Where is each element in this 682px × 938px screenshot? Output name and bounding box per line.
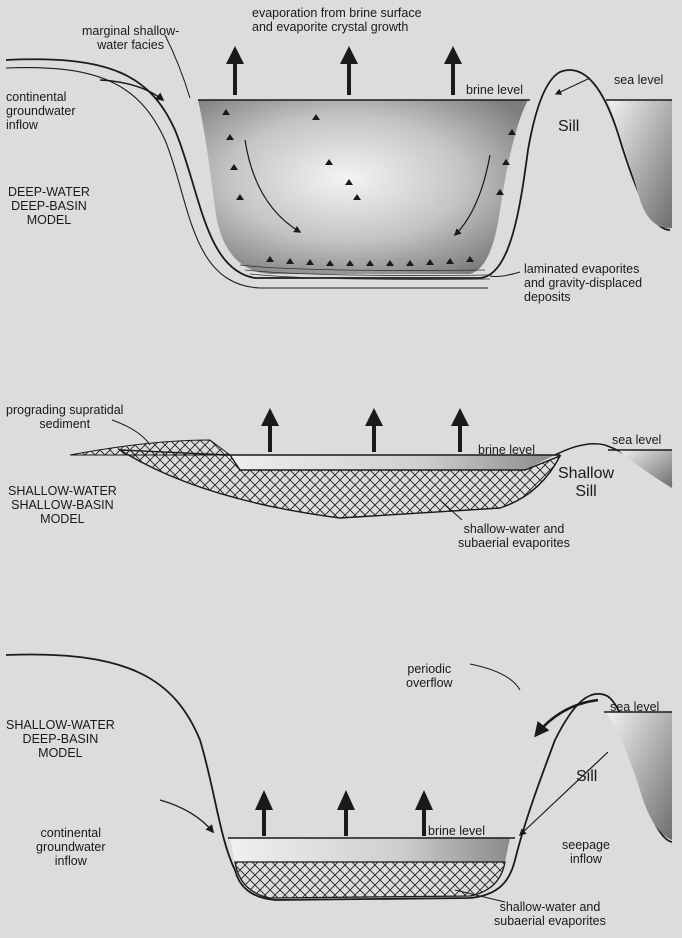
panel3-inflow-label: continental groundwater inflow xyxy=(36,826,106,868)
panel1-inflow-label: continental groundwater inflow xyxy=(6,90,76,132)
panel1-sill-label: Sill xyxy=(558,118,579,136)
panel3-inflow-arrow xyxy=(160,800,213,832)
panel1-sea-level-label: sea level xyxy=(614,73,663,87)
panel1-deposits-leader xyxy=(490,272,520,277)
panel1-brine-level-label: brine level xyxy=(466,83,523,97)
panel1-deposits-label: laminated evaporites and gravity-displac… xyxy=(524,262,642,304)
panel2-sea-level-label: sea level xyxy=(612,433,661,447)
panel1-model-label: DEEP-WATER DEEP-BASIN MODEL xyxy=(8,185,90,227)
panel1-seepage-arrow xyxy=(556,78,590,94)
panel3-overflow-label: periodic overflow xyxy=(406,662,453,690)
panel2-sill-label: Shallow Sill xyxy=(558,465,614,501)
panel3-brine-body xyxy=(230,838,510,862)
panel2-evaporation-arrows xyxy=(261,408,469,452)
panel2-brine-level-label: brine level xyxy=(478,443,535,457)
panel2-sea xyxy=(618,450,672,488)
panel1-deep-water-deep-basin xyxy=(6,35,672,288)
panel3-evaporation-arrows xyxy=(255,790,433,836)
panel2-supratidal-wedge xyxy=(70,440,230,455)
panel1-sea xyxy=(608,100,672,228)
panel2-evaporites-label: shallow-water and subaerial evaporites xyxy=(458,522,570,550)
panel3-model-label: SHALLOW-WATER DEEP-BASIN MODEL xyxy=(6,718,115,760)
panel1-evaporation-arrows xyxy=(226,46,462,95)
panel2-shallow-water-shallow-basin xyxy=(70,408,672,520)
panel3-sill-label: Sill xyxy=(576,768,597,786)
panel2-model-label: SHALLOW-WATER SHALLOW-BASIN MODEL xyxy=(8,484,117,526)
panel3-seepage-arrow xyxy=(520,752,608,835)
panel1-brine-body xyxy=(198,100,528,274)
panel3-seepage-label: seepage inflow xyxy=(562,838,610,866)
panel3-brine-level-label: brine level xyxy=(428,824,485,838)
panel3-evaporites-label: shallow-water and subaerial evaporites xyxy=(494,900,606,928)
panel3-overflow-leader xyxy=(470,664,520,690)
panel3-sea xyxy=(606,712,672,840)
panel3-sea-level-label: sea level xyxy=(610,700,659,714)
panel2-sediment-label: prograding supratidal sediment xyxy=(6,403,123,431)
panel1-evaporation-label: evaporation from brine surface and evapo… xyxy=(252,6,422,34)
panel2-brine-body xyxy=(220,455,555,470)
panel1-marginal-facies-label: marginal shallow- water facies xyxy=(82,24,179,52)
